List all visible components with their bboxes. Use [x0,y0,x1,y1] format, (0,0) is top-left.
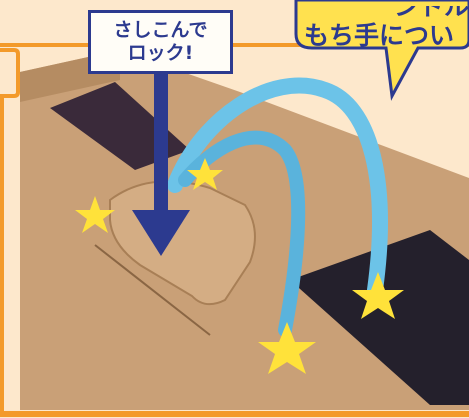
orange-frame [0,48,20,98]
star-icon [258,322,316,374]
callout-line-1: さしこんで [113,19,208,41]
arrow-shaft [154,74,168,216]
ribbon-handle-inner [178,130,306,337]
bottom-slot [290,230,469,405]
speech-bubble-text: ンドル もち手につい [304,6,469,50]
star-icon [75,196,115,233]
callout-box: さしこんで ロック! [88,10,233,74]
fold-line [94,244,211,336]
speech-line-2: もち手につい [304,21,455,50]
star-icon [187,158,223,190]
speech-line-1: ンドル [393,6,469,21]
down-arrow-icon [132,210,190,256]
callout-line-2: ロック! [127,42,194,64]
star-icon [352,272,404,319]
ribbon-handle [167,77,388,298]
